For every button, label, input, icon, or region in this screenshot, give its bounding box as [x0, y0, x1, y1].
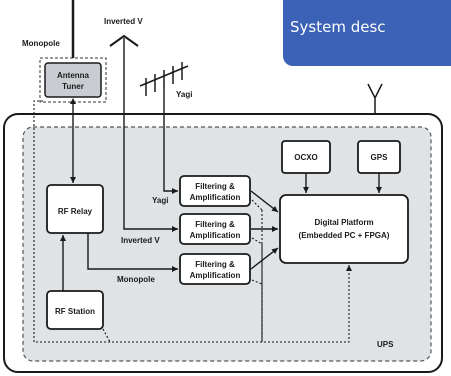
filter-amp-3-line2: Amplification [190, 271, 241, 280]
yagi-antenna [139, 62, 189, 96]
gps-antenna [367, 83, 383, 114]
banner-title: System desc [290, 18, 386, 36]
inverted-v-antenna [109, 34, 139, 47]
filter-amp-2-line1: Filtering & [195, 220, 235, 229]
rf-relay-label: RF Relay [58, 207, 93, 216]
ocxo-label: OCXO [294, 153, 318, 162]
filter-amp-block-2 [179, 213, 251, 245]
antenna-tuner-line2: Tuner [62, 82, 84, 91]
antenna-tuner-block [44, 62, 102, 98]
filter-amp-block-3 [179, 253, 251, 285]
digital-platform-line2: (Embedded PC + FPGA) [299, 231, 390, 240]
digital-platform-line1: Digital Platform [314, 218, 373, 227]
yagi-label: Yagi [176, 90, 192, 99]
rf-station-block [46, 290, 104, 330]
filter-amp-1-line2: Amplification [190, 193, 241, 202]
filter-amp-3-line1: Filtering & [195, 260, 235, 269]
signal-connections [60, 38, 382, 291]
filter-amp-1-line1: Filtering & [195, 182, 235, 191]
inverted-v-label: Inverted V [104, 17, 143, 26]
ups-label: UPS [377, 340, 394, 349]
antenna-tuner-line1: Antenna [57, 71, 90, 80]
filter-amp-block-1 [179, 175, 251, 207]
title-banner: System desc [283, 0, 451, 66]
gps-label: GPS [371, 153, 389, 162]
rf-relay-block [46, 184, 104, 234]
line-label-yagi: Yagi [152, 196, 168, 205]
line-label-inverted-v: Inverted V [121, 236, 160, 245]
line-label-monopole: Monopole [117, 275, 155, 284]
monopole-label: Monopole [22, 39, 60, 48]
filter-amp-2-line2: Amplification [190, 231, 241, 240]
digital-platform-block [279, 194, 409, 264]
control-connections [33, 100, 352, 343]
rf-station-label: RF Station [55, 307, 95, 316]
